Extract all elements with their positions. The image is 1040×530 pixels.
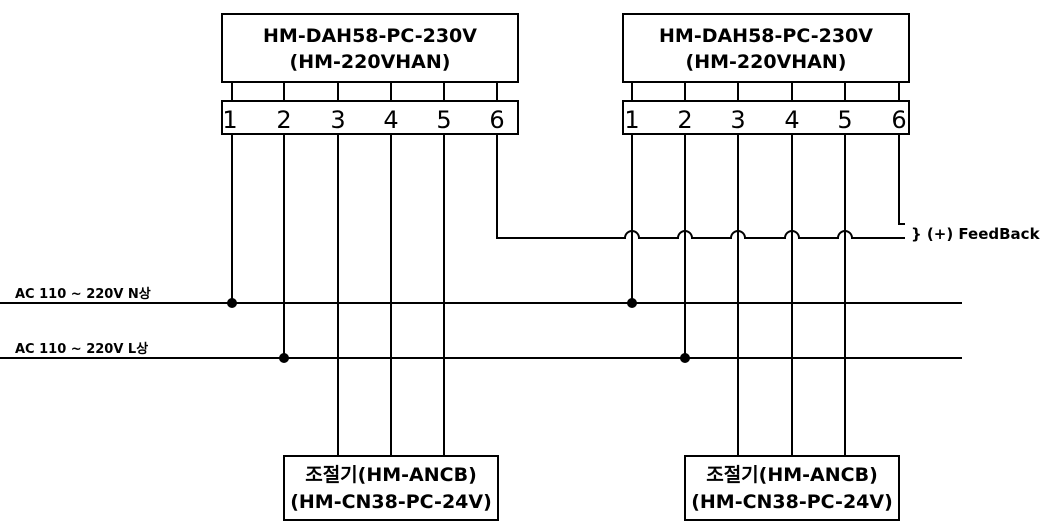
controller-a-name: 조절기(HM-ANCB) — [305, 464, 477, 486]
actuator-b-box — [622, 13, 910, 83]
actuator-a-terminal-1: 1 — [222, 106, 237, 134]
feedback-wire — [496, 134, 905, 239]
actuator-b-terminal-5: 5 — [837, 106, 852, 134]
actuator-b-terminal-4: 4 — [784, 106, 799, 134]
junction-dot — [680, 353, 690, 363]
actuator-b-wire-6 — [898, 134, 905, 225]
junction-dot — [227, 298, 237, 308]
controller-a-box — [283, 455, 499, 521]
actuator-a-stubs — [231, 82, 498, 101]
actuator-a-terminal-3: 3 — [330, 106, 345, 134]
actuator-a-model: HM-DAH58-PC-230V — [263, 25, 477, 47]
bus-label-l: AC 110 ~ 220V L상 — [15, 342, 148, 357]
controller-b-model: (HM-CN38-PC-24V) — [691, 491, 893, 513]
actuator-a-terminal-4: 4 — [383, 106, 398, 134]
actuator-a-alt-model: (HM-220VHAN) — [290, 51, 451, 73]
actuator-a-terminal-5: 5 — [436, 106, 451, 134]
junction-dot — [279, 353, 289, 363]
actuator-b-terminal-strip — [622, 100, 910, 135]
actuator-b-terminal-3: 3 — [730, 106, 745, 134]
actuator-b-stubs — [631, 82, 900, 101]
controller-b-box — [684, 455, 900, 521]
junction-dot — [627, 298, 637, 308]
bus-label-n: AC 110 ~ 220V N상 — [15, 287, 151, 302]
actuator-a-box — [221, 13, 519, 83]
actuator-a-terminal-6: 6 — [489, 106, 504, 134]
feedback-label: } (+) FeedBack — [911, 225, 1040, 243]
actuator-a-terminal-strip — [221, 100, 519, 135]
actuator-b-model: HM-DAH58-PC-230V — [659, 25, 873, 47]
actuator-b-terminal-6: 6 — [891, 106, 906, 134]
actuator-a-terminal-2: 2 — [276, 106, 291, 134]
actuator-b-alt-model: (HM-220VHAN) — [686, 51, 847, 73]
actuator-b-terminal-1: 1 — [624, 106, 639, 134]
controller-b-name: 조절기(HM-ANCB) — [706, 464, 878, 486]
actuator-b-terminal-2: 2 — [677, 106, 692, 134]
controller-a-model: (HM-CN38-PC-24V) — [290, 491, 492, 513]
